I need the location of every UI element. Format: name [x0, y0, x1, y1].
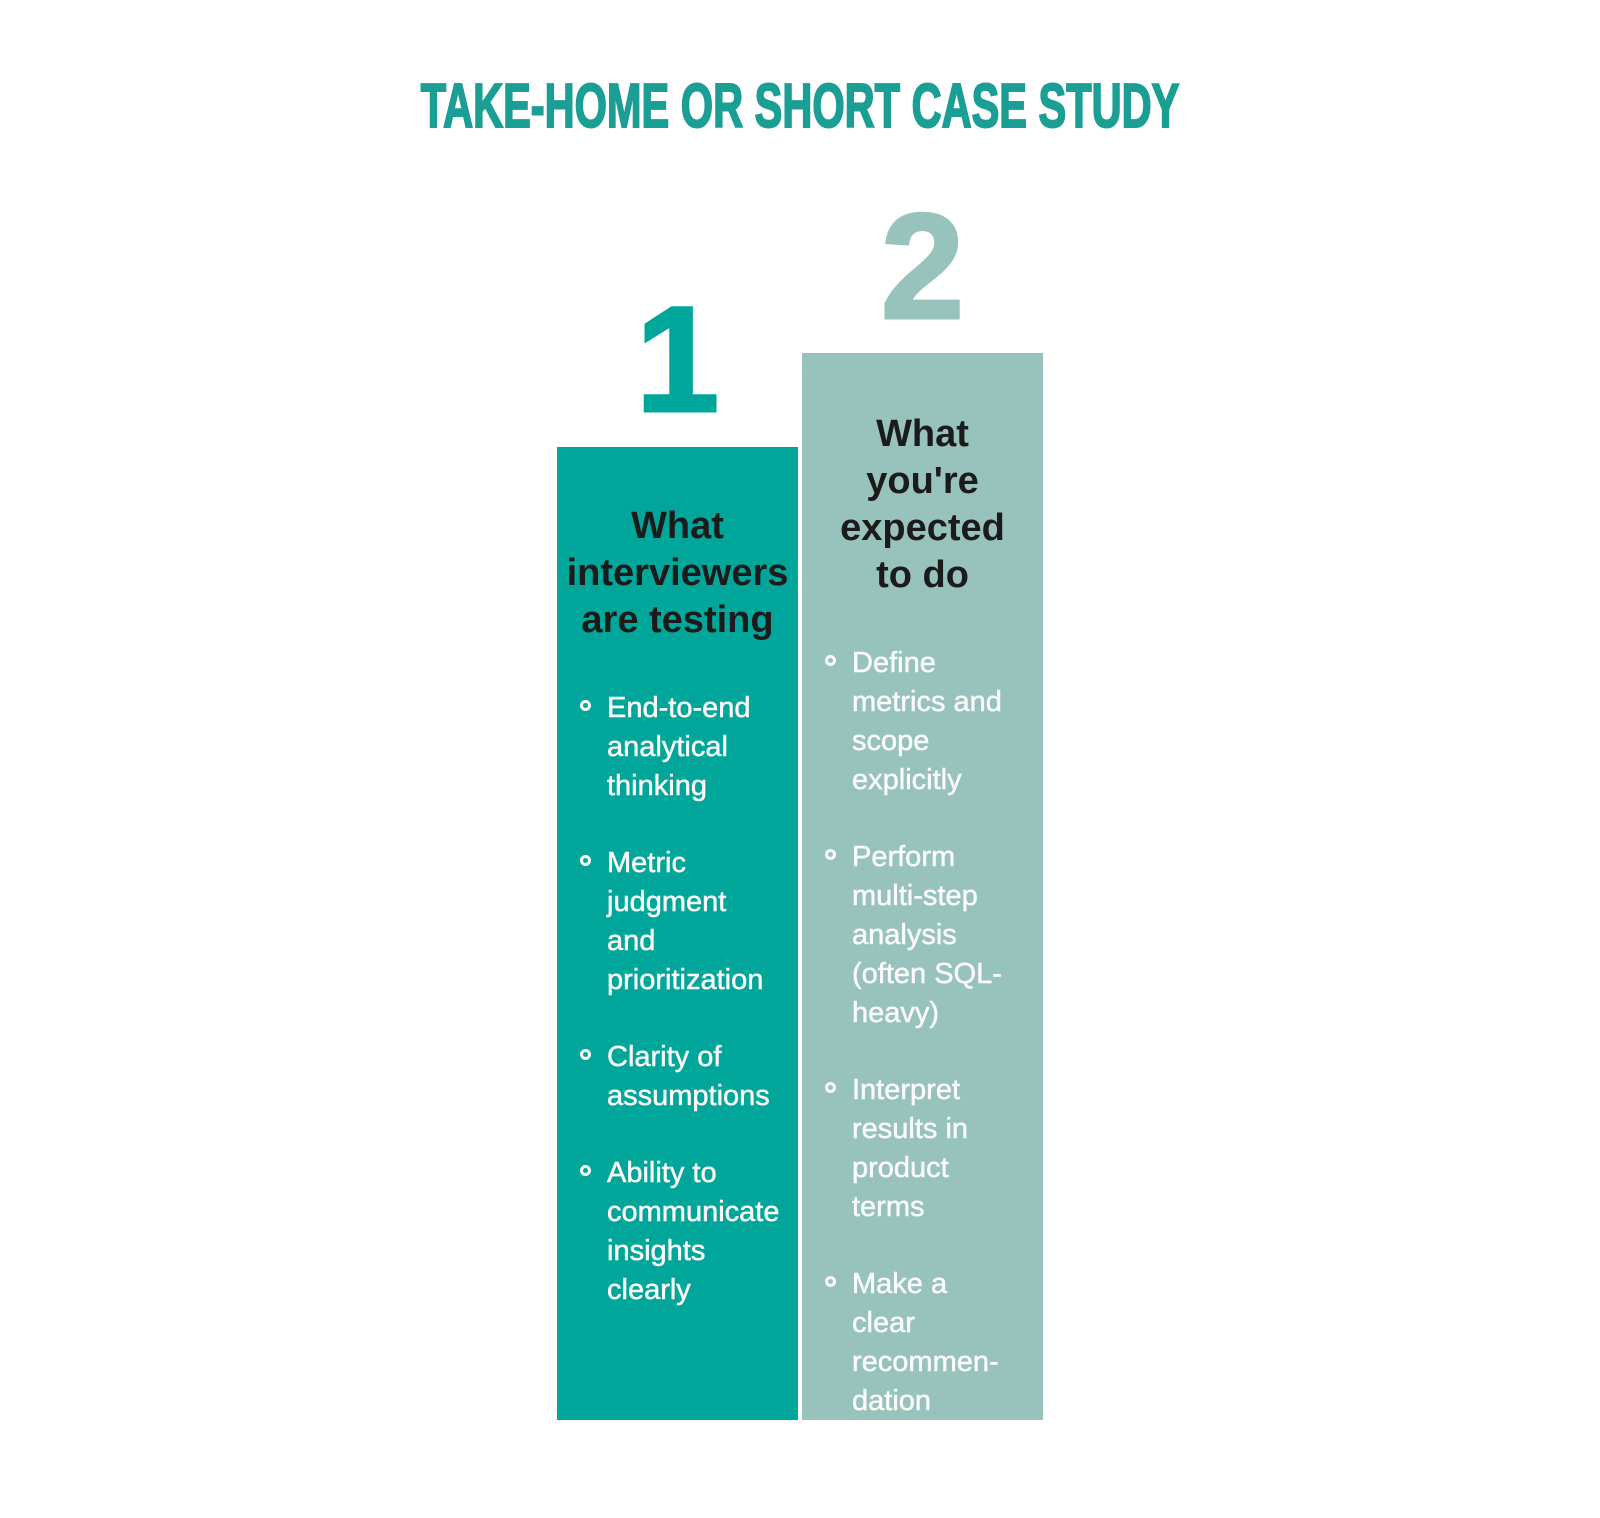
- column-what-interviewers-are-testing: What interviewers are testing End-to-end…: [557, 447, 798, 1420]
- page-title: TAKE-HOME OR SHORT CASE STUDY: [0, 72, 1600, 141]
- step-number-1: 1: [634, 275, 720, 443]
- column-1-bullet-list: End-to-end analytical thinking Metric ju…: [557, 689, 798, 1310]
- bullet-item: Metric judgment and prioritization: [580, 844, 794, 1000]
- step-number-2: 2: [879, 182, 965, 350]
- column-2-bullet-list: Define metrics and scope explicitly Perf…: [802, 644, 1043, 1421]
- bullet-item: Make a clear recommen- dation: [825, 1265, 1039, 1421]
- bullet-item: End-to-end analytical thinking: [580, 689, 794, 806]
- page-title-text: TAKE-HOME OR SHORT CASE STUDY: [420, 72, 1180, 141]
- bullet-item: Clarity of assumptions: [580, 1038, 794, 1116]
- bullet-item: Perform multi-step analysis (often SQL- …: [825, 838, 1039, 1033]
- bullet-item: Define metrics and scope explicitly: [825, 644, 1039, 800]
- column-what-youre-expected-to-do: What you're expected to do Define metric…: [802, 353, 1043, 1420]
- bullet-item: Interpret results in product terms: [825, 1071, 1039, 1227]
- column-2-header: What you're expected to do: [840, 413, 1005, 596]
- column-1-header: What interviewers are testing: [566, 505, 789, 641]
- bullet-item: Ability to communicate insights clearly: [580, 1154, 794, 1310]
